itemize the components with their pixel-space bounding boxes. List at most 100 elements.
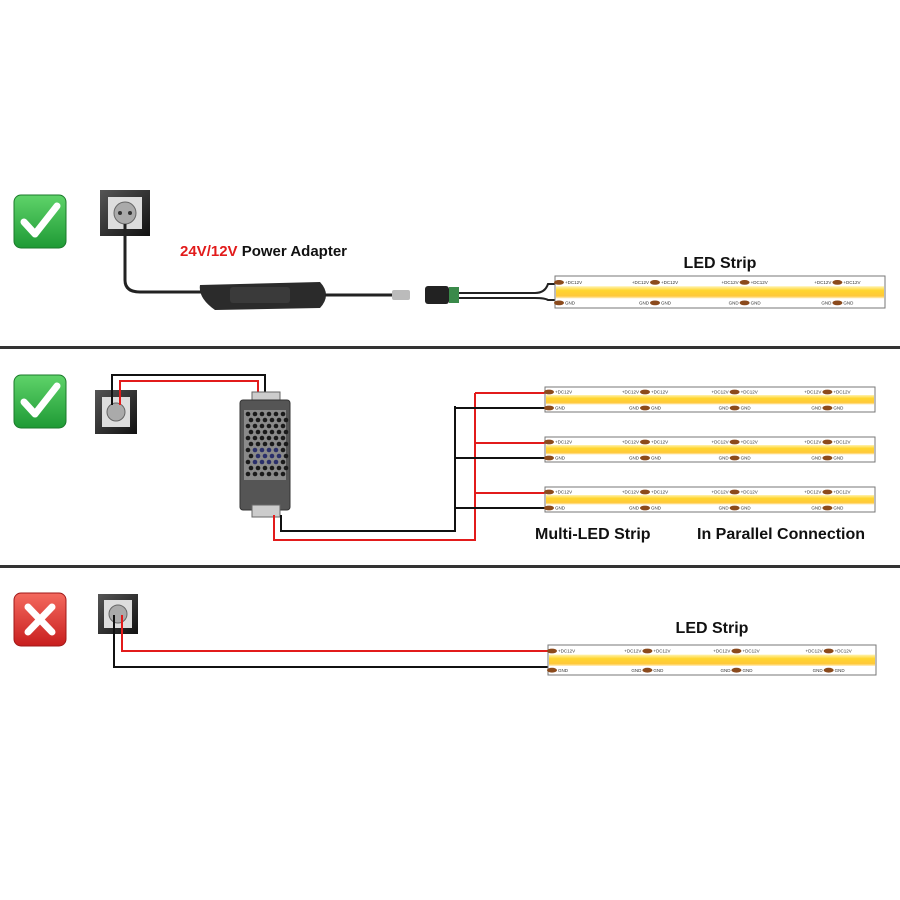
solder-pad: [739, 300, 750, 306]
ground-pad-label: GND: [833, 406, 844, 411]
ground-pad-label: GND: [719, 506, 730, 511]
ground-pad-label: GND: [833, 456, 844, 461]
solder-pad: [650, 280, 660, 285]
positive-pad-label: +DC12V: [661, 280, 678, 285]
ground-pad-label: GND: [719, 406, 730, 411]
vent-hole: [259, 435, 265, 441]
vent-hole: [283, 429, 289, 435]
solder-pad: [544, 405, 554, 411]
positive-pad-label: +DC12V: [721, 280, 738, 285]
positive-pad-label: +DC12V: [622, 440, 639, 445]
vent-hole: [245, 471, 251, 477]
solder-pad: [544, 389, 554, 395]
adapter-label: 24V/12V Power Adapter: [180, 243, 347, 260]
ground-pad-label: GND: [661, 300, 672, 305]
solder-pad: [729, 505, 740, 511]
solder-pad: [729, 439, 740, 445]
vent-hole: [259, 447, 265, 453]
ground-pad-label: GND: [629, 506, 640, 511]
solder-pad: [640, 405, 650, 411]
solder-pad: [822, 405, 833, 411]
vent-hole: [248, 453, 254, 459]
vent-hole: [273, 459, 279, 465]
solder-pad: [729, 405, 740, 411]
vent-hole: [273, 447, 279, 453]
ground-pad-label: GND: [821, 300, 832, 305]
ground-pad-label: GND: [629, 406, 640, 411]
solder-pad: [544, 455, 554, 461]
vent-hole: [252, 447, 258, 453]
ground-pad-label: GND: [751, 300, 762, 305]
ground-pad-label: GND: [811, 406, 822, 411]
vent-hole: [248, 429, 254, 435]
positive-pad-label: +DC12V: [843, 280, 860, 285]
vent-hole: [262, 417, 268, 423]
ground-pad-label: GND: [555, 506, 566, 511]
vent-hole: [259, 411, 265, 417]
vent-hole: [283, 441, 289, 447]
vent-hole: [276, 417, 282, 423]
cob-led-band: [549, 654, 875, 666]
section-divider: [0, 565, 900, 568]
vent-hole: [276, 441, 282, 447]
ground-pad-label: GND: [720, 668, 731, 673]
dc-positive-bus: [273, 393, 476, 541]
vent-hole: [269, 441, 275, 447]
vent-hole: [266, 459, 272, 465]
solder-pad: [640, 389, 650, 395]
solder-pad: [731, 667, 742, 673]
vent-hole: [262, 429, 268, 435]
check-icon: [13, 194, 67, 249]
positive-pad-label: +DC12V: [742, 649, 759, 654]
positive-pad-label: +DC12V: [806, 649, 823, 654]
vent-hole: [248, 441, 254, 447]
ground-pad-label: GND: [639, 300, 650, 305]
vent-hole: [245, 459, 251, 465]
solder-pad: [544, 489, 554, 495]
vent-hole: [245, 411, 251, 417]
vent-hole: [280, 471, 286, 477]
ac-live-wire: [121, 615, 549, 652]
positive-pad-label: +DC12V: [622, 490, 639, 495]
ground-pad-label: GND: [741, 406, 752, 411]
vent-hole: [280, 447, 286, 453]
solder-pad: [832, 300, 843, 306]
dc-connector: [392, 286, 459, 304]
section-divider: [0, 346, 900, 349]
positive-pad-label: +DC12V: [833, 440, 850, 445]
positive-pad-label: +DC12V: [711, 490, 728, 495]
vent-hole: [255, 429, 261, 435]
positive-pad-label: +DC12V: [651, 440, 668, 445]
ground-pad-label: GND: [653, 668, 664, 673]
solder-pad: [640, 505, 650, 511]
cob-led-band: [556, 286, 884, 299]
cob-led-band: [546, 495, 874, 505]
cross-icon: [13, 592, 67, 647]
vent-hole: [269, 465, 275, 471]
solder-pad: [640, 439, 650, 445]
vent-hole: [255, 441, 261, 447]
vent-hole: [245, 435, 251, 441]
ac-cable: [123, 224, 205, 294]
section-2: +DC12V GND +DC12V +DC12V GND GND +DC12V +DC12V G…: [13, 374, 876, 543]
solder-pad: [822, 389, 833, 395]
positive-pad-label: +DC12V: [804, 490, 821, 495]
vent-hole: [255, 417, 261, 423]
vent-hole: [280, 435, 286, 441]
vent-hole: [283, 417, 289, 423]
ac-neutral-wire: [111, 374, 266, 405]
positive-pad-label: +DC12V: [804, 390, 821, 395]
vent-hole: [248, 417, 254, 423]
ground-pad-label: GND: [631, 668, 642, 673]
solder-pad: [832, 280, 843, 285]
vent-hole: [252, 435, 258, 441]
positive-pad-label: +DC12V: [651, 390, 668, 395]
vent-hole: [259, 459, 265, 465]
wall-socket-icon: [95, 390, 137, 434]
vent-hole: [252, 411, 258, 417]
vent-hole: [248, 465, 254, 471]
vent-hole: [255, 453, 261, 459]
